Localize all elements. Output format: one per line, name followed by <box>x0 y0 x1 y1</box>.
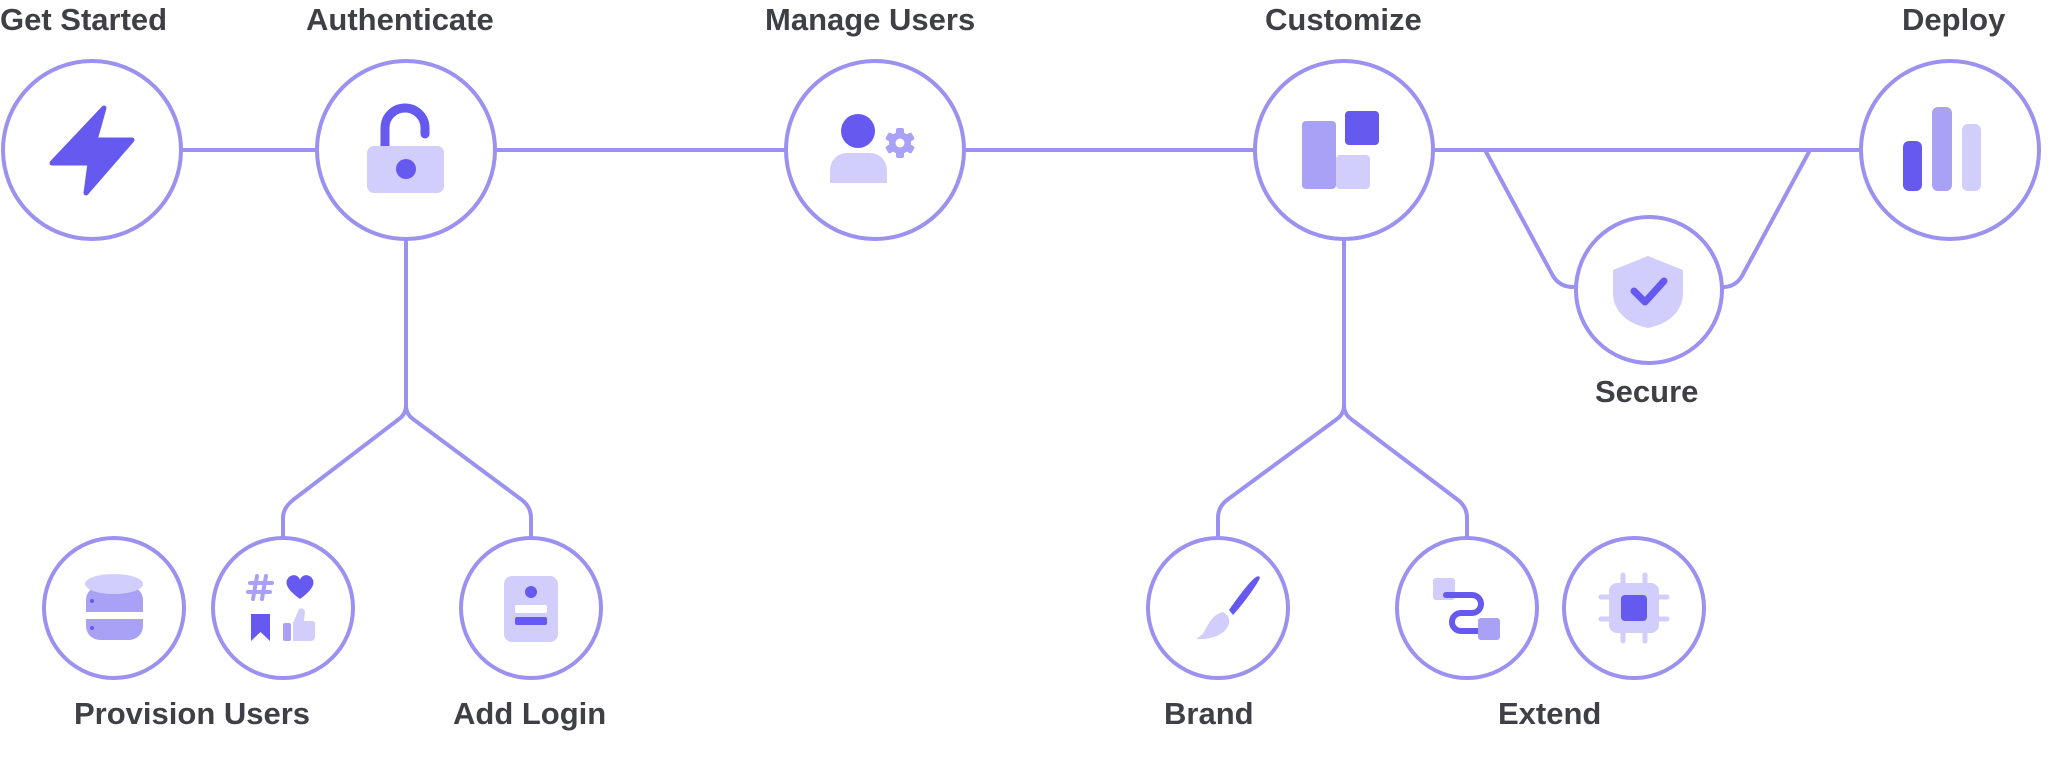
label-provision-users: Provision Users <box>74 696 311 731</box>
lightning-icon <box>49 105 135 196</box>
flow-icon <box>1433 578 1500 640</box>
unlock-icon <box>367 103 444 193</box>
label-authenticate: Authenticate <box>306 2 494 37</box>
label-add-login: Add Login <box>453 696 607 731</box>
node-manage-users <box>784 59 966 241</box>
connector-authenticate-branch <box>281 239 408 539</box>
database-icon <box>85 574 143 640</box>
label-extend: Extend <box>1498 696 1602 731</box>
connector-secure-branch <box>1483 148 1575 289</box>
connectors <box>180 148 1863 539</box>
layout-blocks-icon <box>1302 111 1379 189</box>
label-customize: Customize <box>1265 2 1422 37</box>
node-customize <box>1253 59 1435 241</box>
node-extend-flow <box>1395 536 1539 680</box>
node-brand <box>1146 536 1290 680</box>
label-get-started: Get Started <box>0 2 168 37</box>
label-manage-users: Manage Users <box>765 2 976 37</box>
shield-check-icon <box>1613 256 1683 328</box>
label-deploy: Deploy <box>1902 2 2006 37</box>
connector-secure-return <box>1723 148 1812 289</box>
chip-icon <box>1598 572 1670 644</box>
node-provision-social <box>211 536 355 680</box>
connector-customize-branch <box>1216 239 1346 539</box>
bar-chart-icon <box>1903 107 1981 191</box>
brush-icon <box>1196 576 1260 640</box>
label-secure: Secure <box>1595 374 1699 409</box>
connector-addlogin-branch <box>404 403 533 539</box>
user-gear-icon <box>830 114 915 183</box>
social-icon <box>246 574 316 641</box>
label-brand: Brand <box>1164 696 1254 731</box>
id-card-icon <box>504 576 558 642</box>
connector-extend-branch <box>1342 403 1469 539</box>
